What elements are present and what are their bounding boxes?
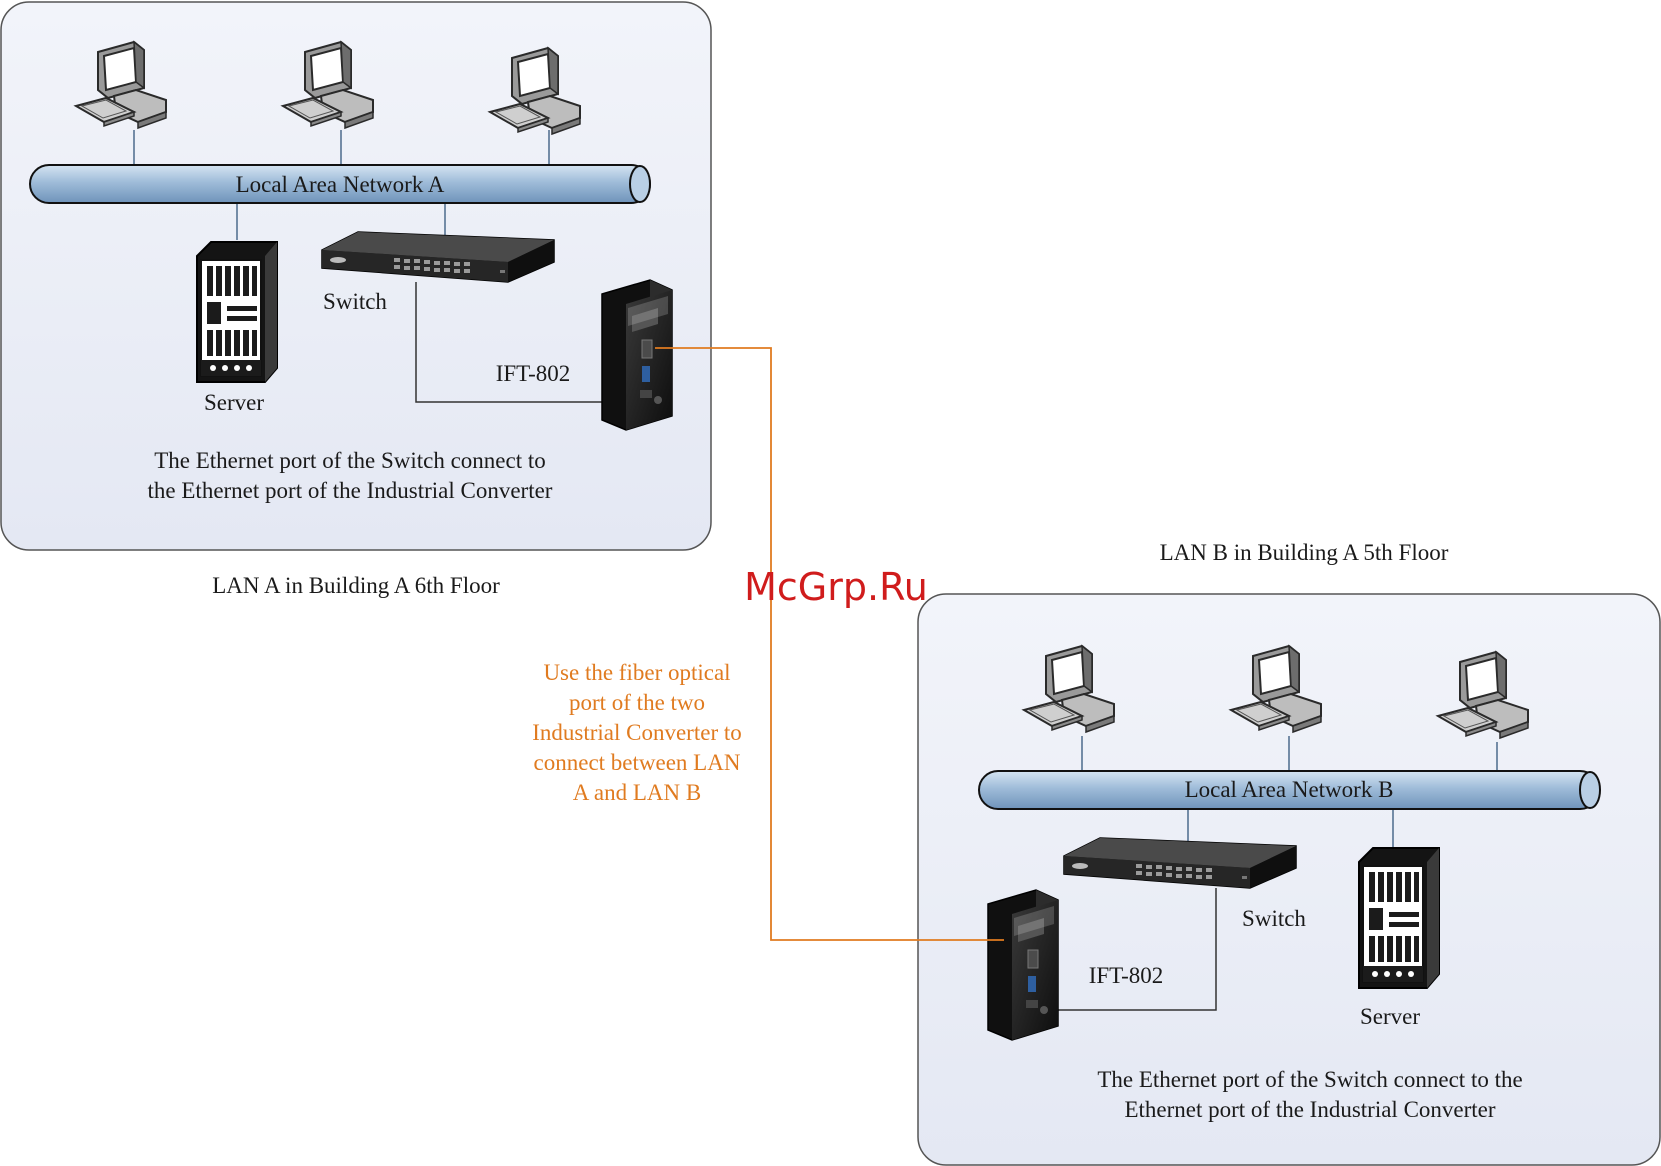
fiber-note: Use the fiber optical port of the two In… (532, 660, 742, 805)
lan-b-converter-label: IFT-802 (1089, 963, 1164, 988)
lan-b-converter-icon (987, 889, 1059, 1041)
lan-b-caption: LAN B in Building A 5th Floor (1160, 540, 1449, 565)
lan-b-server-label: Server (1360, 1004, 1420, 1029)
fiber-note-line-2: port of the two (569, 690, 705, 715)
lan-a-description-line2: the Ethernet port of the Industrial Conv… (148, 478, 553, 503)
lan-a-converter-icon (601, 279, 673, 431)
lan-b-bus (978, 770, 1601, 810)
lan-a-converter-label: IFT-802 (496, 361, 571, 386)
watermark-text: McGrp.Ru (744, 565, 928, 609)
lan-b-ethernet-link (1058, 888, 1217, 1011)
lan-b-server-icon (1358, 847, 1440, 989)
lan-b-description-line1: The Ethernet port of the Switch connect … (1097, 1067, 1522, 1092)
lan-a-server-label: Server (204, 390, 264, 415)
fiber-note-line-3: Industrial Converter to (532, 720, 742, 745)
lan-a-panel (0, 1, 712, 551)
lan-a-network-label: Local Area Network A (236, 172, 445, 197)
lan-a-caption: LAN A in Building A 6th Floor (212, 573, 500, 598)
fiber-note-line-5: A and LAN B (573, 780, 701, 805)
lan-a-server-icon (196, 241, 278, 383)
lan-a-ethernet-link (415, 282, 604, 403)
lan-b-network-label: Local Area Network B (1185, 777, 1394, 802)
lan-b-panel (917, 593, 1661, 1166)
fiber-note-line-1: Use the fiber optical (543, 660, 730, 685)
lan-a-switch-label: Switch (323, 289, 387, 314)
lan-a-description-line1: The Ethernet port of the Switch connect … (154, 448, 546, 473)
fiber-note-line-4: connect between LAN (534, 750, 741, 775)
lan-b-switch-label: Switch (1242, 906, 1306, 931)
fiber-optic-link (655, 347, 1004, 941)
lan-a-bus (29, 164, 651, 204)
lan-b-description-line2: Ethernet port of the Industrial Converte… (1124, 1097, 1495, 1122)
